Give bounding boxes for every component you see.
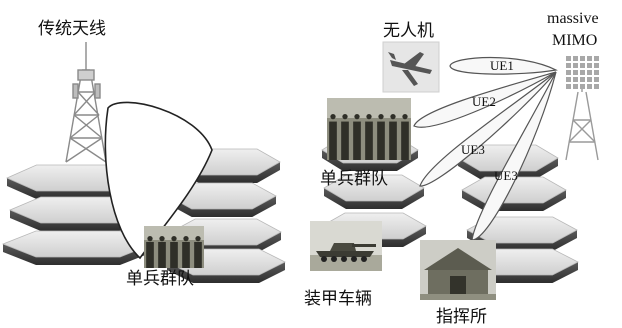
- hex-cell-top: [323, 174, 425, 202]
- mimo-antenna-element: [566, 77, 571, 82]
- soldier-body: [365, 121, 373, 160]
- hex-cell-side: [324, 188, 424, 209]
- hex-cell-side: [168, 196, 276, 217]
- soldier-body: [329, 121, 337, 160]
- soldier-head: [147, 235, 153, 242]
- hex-cell-top: [461, 176, 567, 204]
- mimo-antenna-element: [587, 63, 592, 68]
- soldier-head: [366, 113, 372, 120]
- command-post-photo: [420, 240, 496, 300]
- soldier-head: [159, 235, 165, 242]
- mimo-antenna-element: [566, 56, 571, 61]
- mimo-antenna-element: [573, 84, 578, 89]
- hex-cell-side: [7, 178, 141, 199]
- beam-ue3a: [419, 71, 557, 187]
- beam-ue3b: [471, 71, 557, 241]
- soldier-head: [354, 113, 360, 120]
- soldier-body: [377, 121, 385, 160]
- mimo-antenna-element: [587, 84, 592, 89]
- mimo-antenna-element: [594, 63, 599, 68]
- traditional-antenna-label: 传统天线: [38, 19, 106, 39]
- soldier-head: [378, 113, 384, 120]
- mimo-antenna-element: [594, 56, 599, 61]
- hex-cell-side: [322, 150, 418, 171]
- massive-label: massive: [547, 10, 599, 27]
- hex-cell-side: [3, 244, 153, 265]
- soldier-group-left-label: 单兵群队: [126, 269, 194, 289]
- mimo-antenna-element: [594, 84, 599, 89]
- hex-cell-side: [458, 158, 558, 179]
- beam-ue2: [413, 71, 557, 128]
- mimo-antenna-element: [573, 70, 578, 75]
- antenna-tower-icon: [65, 42, 107, 163]
- soldier-head: [402, 113, 408, 120]
- mimo-antenna-element: [587, 70, 592, 75]
- mimo-antenna-element: [587, 56, 592, 61]
- soldier-body: [389, 121, 397, 160]
- beam-ue1: [449, 56, 558, 75]
- mimo-antenna-element: [580, 70, 585, 75]
- mimo-antenna-element: [594, 70, 599, 75]
- soldier-group-left-photo: [144, 226, 204, 268]
- soldier-body: [146, 241, 154, 268]
- armored-vehicle-label: 装甲车辆: [304, 289, 372, 309]
- mimo-antenna-element: [580, 56, 585, 61]
- mimo-antenna-element: [566, 84, 571, 89]
- mimo-antenna-element: [573, 63, 578, 68]
- mimo-antenna-element: [566, 63, 571, 68]
- uav-drone-icon: [382, 41, 440, 93]
- armored-vehicle-photo: [310, 221, 382, 271]
- hex-cell-side: [167, 262, 285, 283]
- ue-beams: [413, 56, 558, 241]
- mimo-antenna-element: [566, 70, 571, 75]
- soldier-body: [182, 241, 190, 268]
- ue2-label: UE2: [472, 94, 496, 109]
- soldier-head: [390, 113, 396, 120]
- mimo-antenna-element: [594, 77, 599, 82]
- hex-cell-side: [10, 210, 150, 231]
- ue3a-label: UE3: [461, 142, 485, 157]
- traditional-sector-beam: [104, 101, 213, 260]
- soldier-body: [158, 241, 166, 268]
- soldier-body: [170, 241, 178, 268]
- ue3b-label: UE3: [494, 168, 518, 183]
- mimo-antenna-element: [573, 56, 578, 61]
- soldier-head: [330, 113, 336, 120]
- hex-cell-side: [176, 162, 280, 183]
- soldier-body: [353, 121, 361, 160]
- command-post-label: 指挥所: [436, 307, 487, 327]
- soldier-body: [194, 241, 202, 268]
- mimo-antenna-element: [580, 77, 585, 82]
- mimo-tower-icon: [565, 56, 599, 161]
- soldier-head: [183, 235, 189, 242]
- soldier-group-top-photo: [327, 98, 411, 160]
- uav-label: 无人机: [383, 21, 434, 41]
- soldier-head: [171, 235, 177, 242]
- mimo-antenna-element: [580, 84, 585, 89]
- mimo-antenna-element: [573, 77, 578, 82]
- soldier-body: [341, 121, 349, 160]
- mimo-antenna-element: [580, 63, 585, 68]
- soldier-group-top-label: 单兵群队: [320, 169, 388, 189]
- ue1-label: UE1: [490, 58, 514, 73]
- mimo-antenna-element: [587, 77, 592, 82]
- mimo-label: MIMO: [552, 32, 598, 49]
- soldier-body: [401, 121, 409, 160]
- soldier-head: [342, 113, 348, 120]
- soldier-head: [195, 235, 201, 242]
